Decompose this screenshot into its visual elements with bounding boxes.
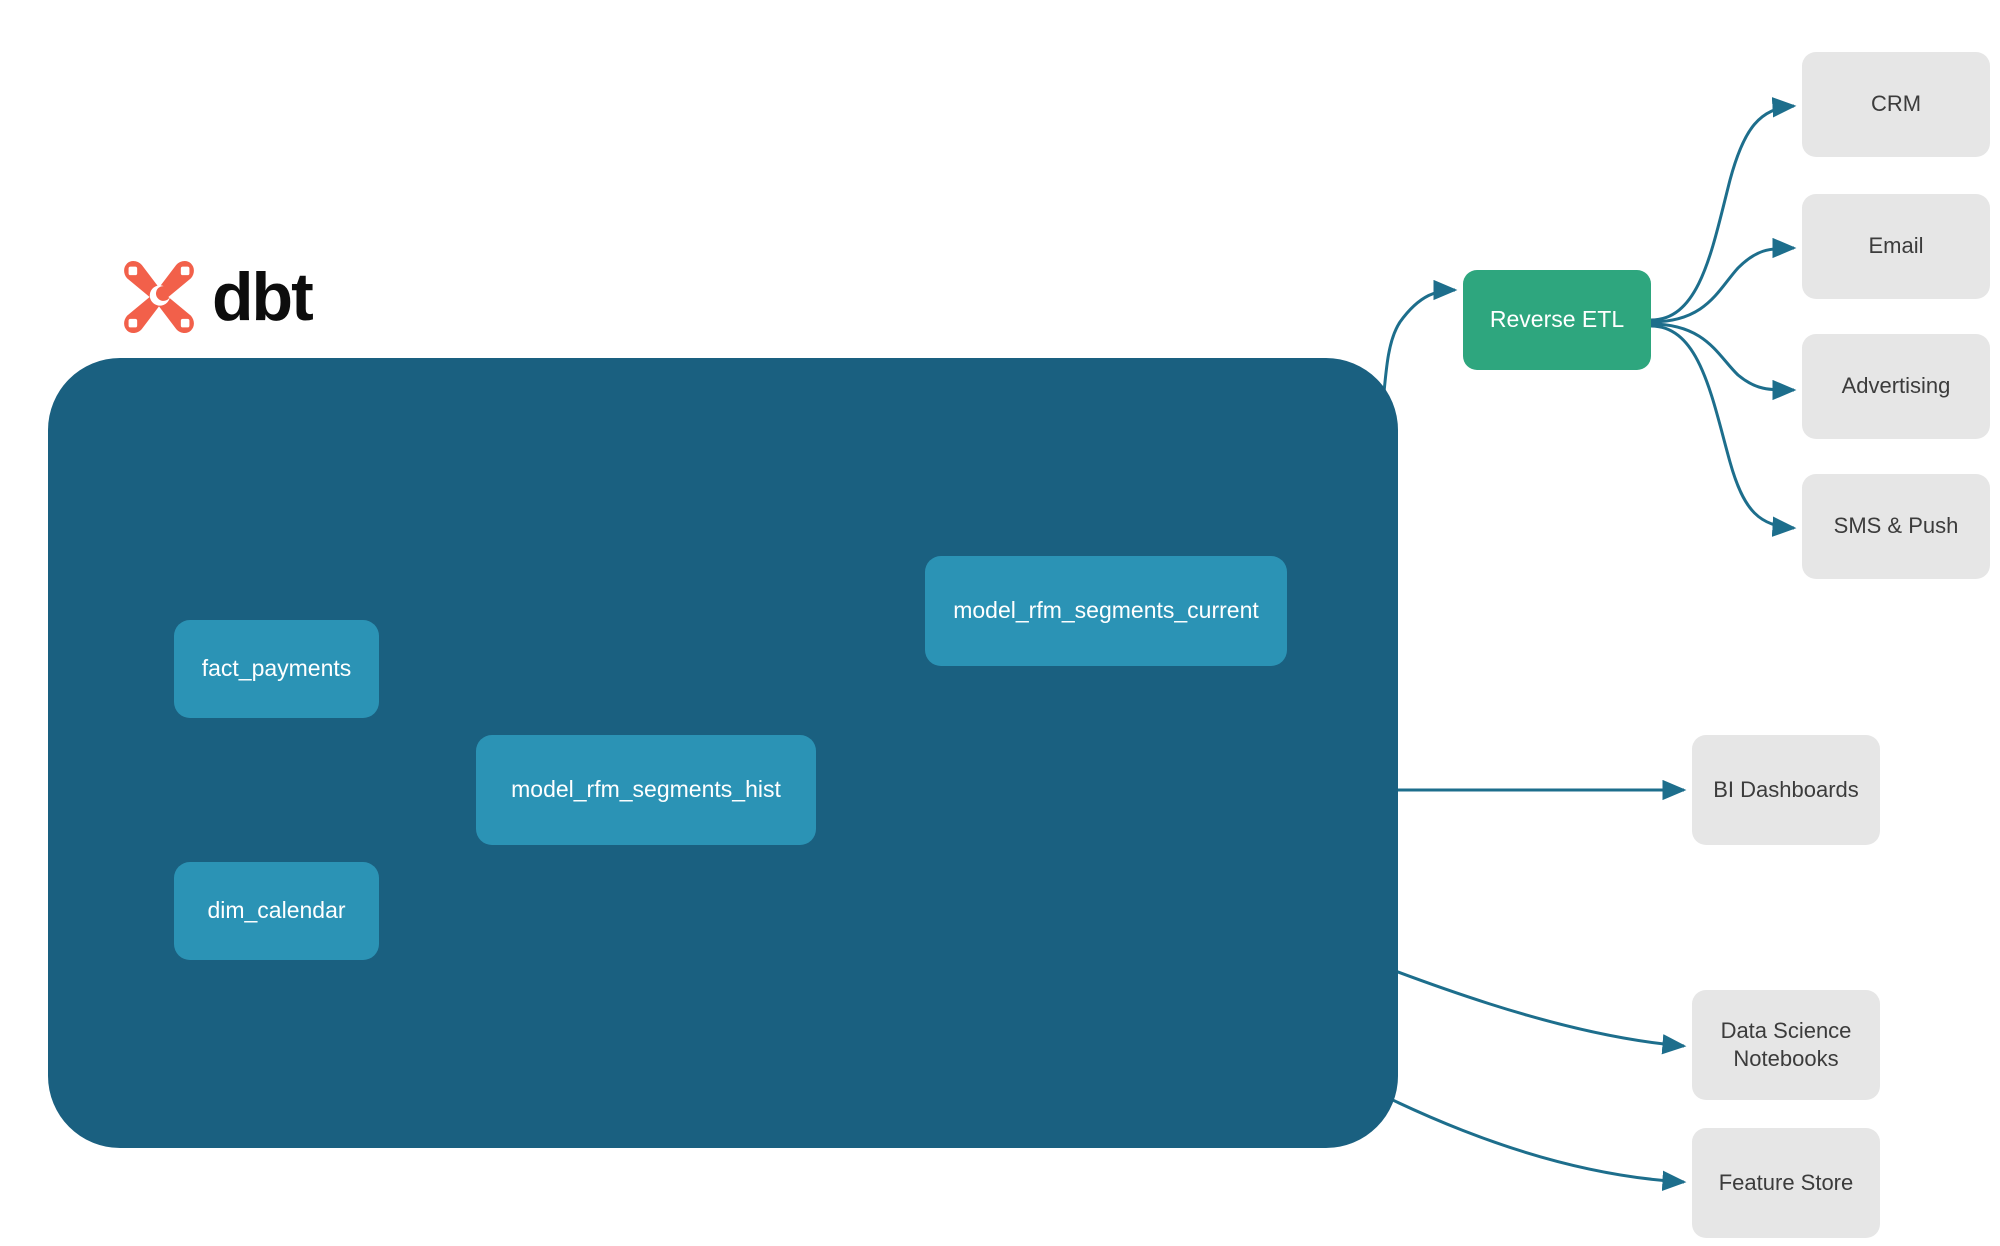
- node-model-rfm-segments-current-label: model_rfm_segments_current: [953, 597, 1259, 624]
- node-crm[interactable]: CRM: [1802, 52, 1990, 157]
- node-email-label: Email: [1868, 233, 1924, 259]
- node-model-rfm-segments-current[interactable]: model_rfm_segments_current: [925, 556, 1287, 666]
- edge-reverse-etl-to-sms-push: [1650, 324, 1797, 537]
- node-advertising[interactable]: Advertising: [1802, 334, 1990, 439]
- dbt-logo-icon: [124, 260, 194, 334]
- node-sms-push[interactable]: SMS & Push: [1802, 474, 1990, 579]
- edge-reverse-etl-to-advertising: [1650, 322, 1797, 401]
- node-bi-dashboards[interactable]: BI Dashboards: [1692, 735, 1880, 845]
- node-fact-payments-label: fact_payments: [201, 655, 352, 682]
- node-crm-label: CRM: [1870, 91, 1922, 117]
- node-model-rfm-segments-hist[interactable]: model_rfm_segments_hist: [476, 735, 816, 845]
- node-dim-calendar[interactable]: dim_calendar: [174, 862, 379, 960]
- node-fact-payments[interactable]: fact_payments: [174, 620, 379, 718]
- node-bi-dashboards-label: BI Dashboards: [1713, 776, 1859, 802]
- node-feature-store[interactable]: Feature Store: [1692, 1128, 1880, 1238]
- dbt-wordmark: dbt: [212, 259, 314, 335]
- node-sms-push-label: SMS & Push: [1833, 513, 1959, 539]
- node-model-rfm-segments-hist-label: model_rfm_segments_hist: [511, 776, 781, 803]
- dbt-logo: dbt: [120, 258, 314, 336]
- node-reverse-etl-label: Reverse ETL: [1489, 306, 1625, 333]
- node-data-science-notebooks-line2: Notebooks: [1733, 1046, 1839, 1071]
- node-feature-store-label: Feature Store: [1718, 1169, 1854, 1195]
- node-reverse-etl[interactable]: Reverse ETL: [1463, 270, 1651, 370]
- node-advertising-label: Advertising: [1841, 373, 1951, 399]
- node-data-science-notebooks[interactable]: Data Science Notebooks: [1692, 990, 1880, 1100]
- node-data-science-notebooks-label: Data Science Notebooks: [1721, 1017, 1852, 1073]
- node-data-science-notebooks-line1: Data Science: [1720, 1017, 1852, 1043]
- edge-reverse-etl-to-crm: [1650, 97, 1797, 322]
- edge-reverse-etl-to-email: [1650, 237, 1797, 324]
- node-dim-calendar-label: dim_calendar: [207, 897, 346, 924]
- node-email[interactable]: Email: [1802, 194, 1990, 299]
